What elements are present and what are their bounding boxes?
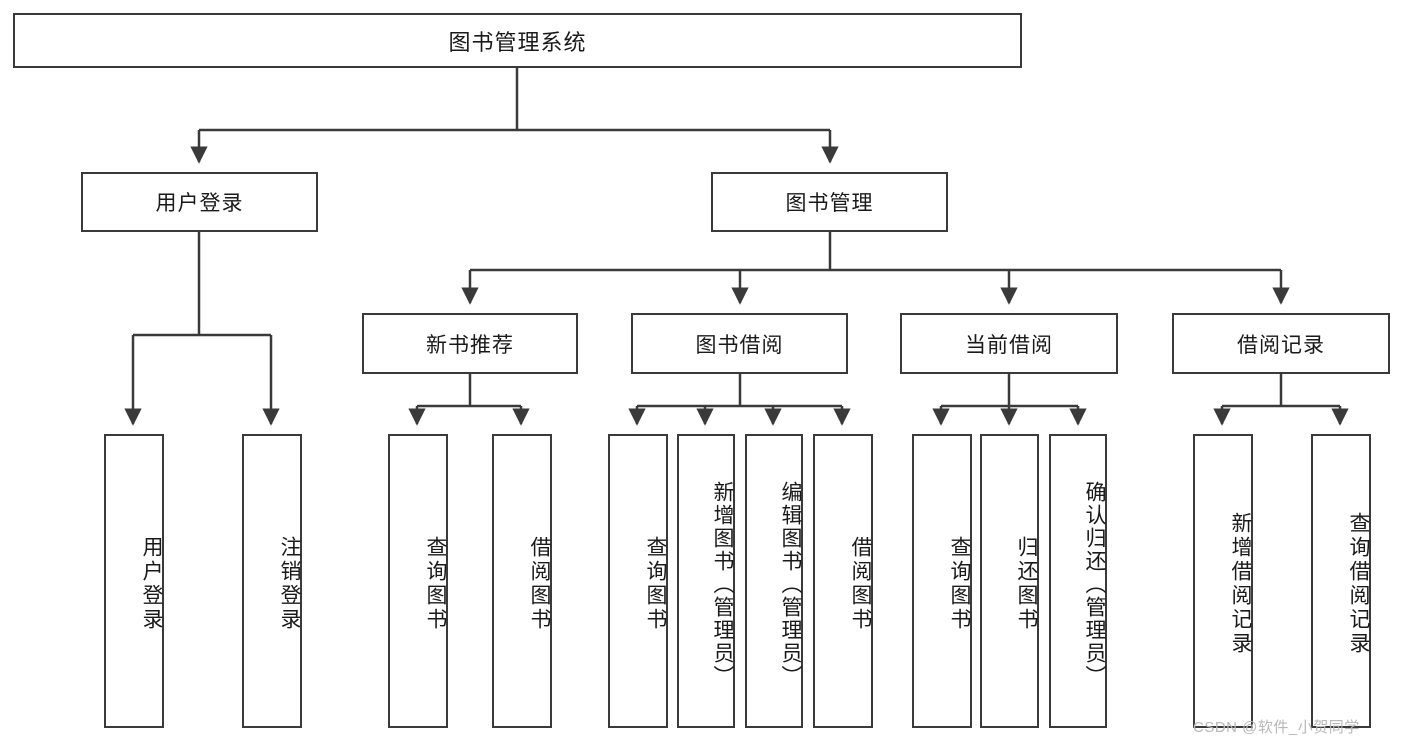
node-leaf-query-borrow-record[interactable]: 查询借阅记录 bbox=[1311, 434, 1371, 728]
node-leaf-return-book[interactable]: 归还图书 bbox=[980, 434, 1039, 728]
node-leaf-logout-login[interactable]: 注销登录 bbox=[242, 434, 302, 728]
node-leaf-query-book-current[interactable]: 查询图书 bbox=[912, 434, 972, 728]
node-leaf-query-book-recommend[interactable]: 查询图书 bbox=[388, 434, 448, 728]
node-root[interactable]: 图书管理系统 bbox=[13, 13, 1022, 68]
node-leaf-edit-book-admin[interactable]: 编辑图书（管理员） bbox=[745, 434, 803, 728]
node-book-management[interactable]: 图书管理 bbox=[711, 172, 948, 232]
node-leaf-borrow-book-recommend[interactable]: 借阅图书 bbox=[492, 434, 552, 728]
node-leaf-query-book-borrow[interactable]: 查询图书 bbox=[608, 434, 668, 728]
node-new-book-recommend[interactable]: 新书推荐 bbox=[362, 313, 578, 374]
watermark-text: CSDN @软件_小贺同学 bbox=[1193, 719, 1360, 736]
node-user-login[interactable]: 用户登录 bbox=[81, 172, 318, 232]
node-leaf-user-login[interactable]: 用户登录 bbox=[104, 434, 164, 728]
node-leaf-confirm-return-admin[interactable]: 确认归还（管理员） bbox=[1049, 434, 1107, 728]
node-leaf-borrow-book[interactable]: 借阅图书 bbox=[813, 434, 873, 728]
node-borrow-record[interactable]: 借阅记录 bbox=[1172, 313, 1390, 374]
node-leaf-add-borrow-record[interactable]: 新增借阅记录 bbox=[1193, 434, 1253, 728]
node-current-borrow[interactable]: 当前借阅 bbox=[900, 313, 1118, 374]
node-book-borrow[interactable]: 图书借阅 bbox=[631, 313, 848, 374]
node-leaf-add-book-admin[interactable]: 新增图书（管理员） bbox=[677, 434, 735, 728]
